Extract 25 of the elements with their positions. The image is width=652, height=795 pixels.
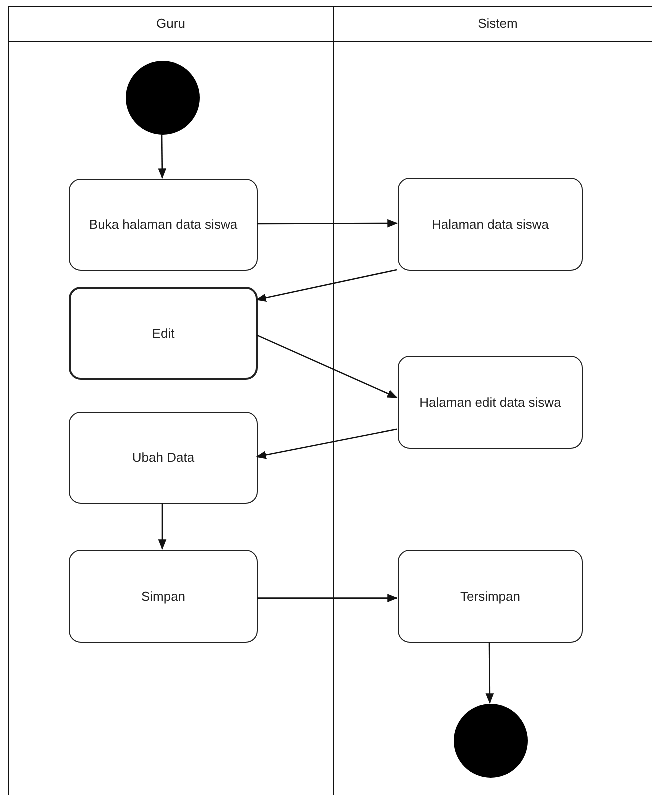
arrow [257,594,398,602]
lane-title: Guru [156,16,186,31]
action-label: Halaman edit data siswa [420,394,562,412]
arrow [158,134,167,180]
action-label: Tersimpan [460,588,520,606]
action-box [69,179,258,271]
action-box [398,356,583,449]
action-label: Halaman data siswa [432,216,550,234]
arrow [256,269,398,302]
action-box [398,178,583,271]
action-label: Simpan [141,588,186,606]
arrow [256,334,398,398]
arrow [257,219,398,228]
action-box [69,550,258,643]
lane-title: Sistem [477,16,519,31]
arrow [486,642,494,704]
arrow [256,428,398,460]
action-label: Buka halaman data siswa [89,216,238,234]
swimlane [8,6,334,795]
action-box [398,550,583,643]
action-box [69,287,258,380]
action-label: Edit [152,324,175,343]
arrow [158,503,167,550]
action-box [69,412,258,504]
action-label: Ubah Data [132,449,195,468]
